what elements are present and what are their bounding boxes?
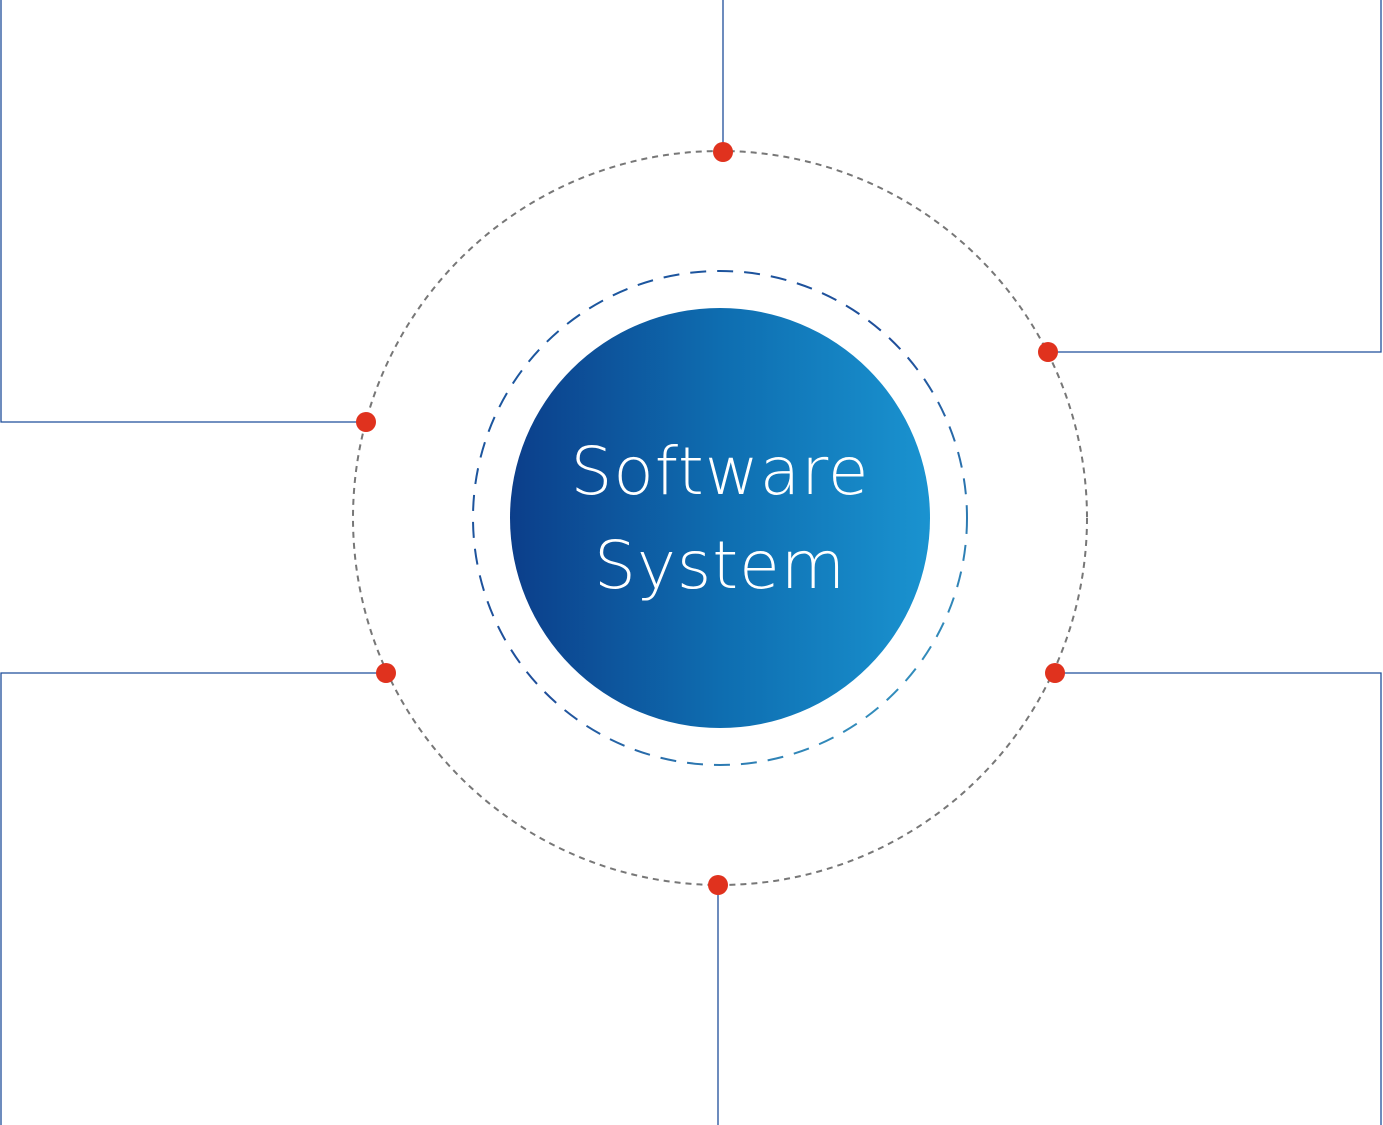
connector-top-right	[1048, 0, 1382, 353]
connector-bottom-left	[0, 672, 386, 1125]
node-dot-top-left	[356, 412, 376, 432]
center-label-line2: System	[594, 527, 846, 604]
connector-bottom-right	[1055, 672, 1382, 1125]
node-dot-top-right	[1038, 342, 1058, 362]
center-label-line1: Software	[571, 433, 870, 510]
connector-top-left	[0, 0, 366, 423]
core-circle	[510, 308, 930, 728]
node-dot-bottom-right	[1045, 663, 1065, 683]
node-dot-bottom-left	[376, 663, 396, 683]
node-dots	[356, 142, 1065, 895]
node-dot-top	[713, 142, 733, 162]
inner-dashed-ring	[472, 270, 968, 766]
node-dot-bottom	[708, 875, 728, 895]
